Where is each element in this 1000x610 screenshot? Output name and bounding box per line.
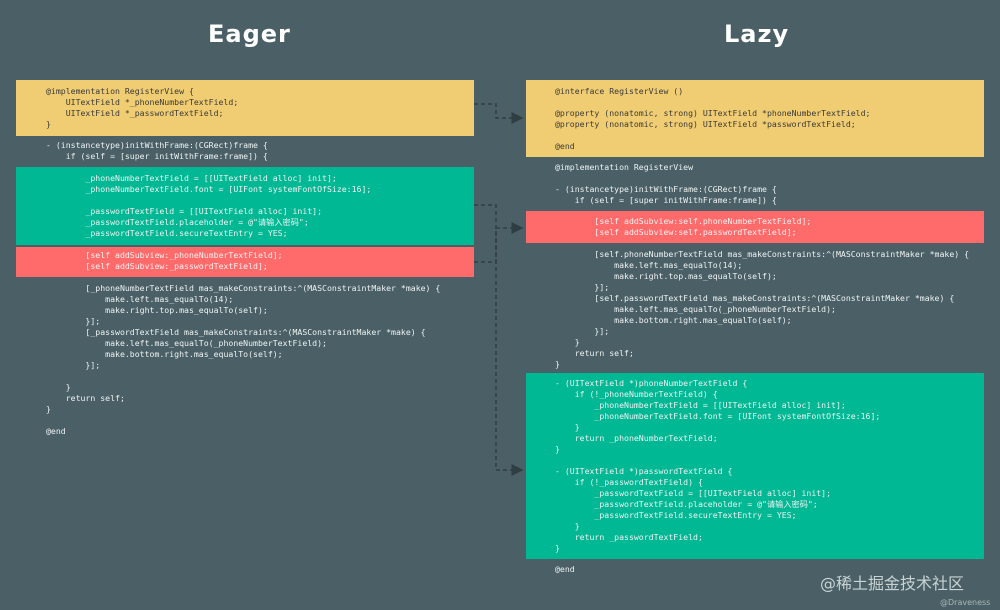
code-line: [self addSubview:self.passwordTextField]… [555, 227, 797, 237]
lazy-getters-code: - (UITextField *)phoneNumberTextField { … [555, 378, 880, 554]
code-line: - (instancetype)initWithFrame:(CGRect)fr… [555, 184, 777, 194]
code-line: make.left.mas_equalTo(_phoneNumberTextFi… [555, 304, 836, 314]
eager-header-code: @implementation RegisterView { UITextFie… [46, 86, 238, 130]
code-line: }]; [46, 316, 101, 326]
code-line: if (self = [super initWithFrame:frame]) … [555, 195, 777, 205]
code-line: } [555, 422, 580, 432]
eager-add-band [16, 247, 474, 277]
arrow-add [474, 222, 524, 263]
watermark: @稀土掘金技术社区 [820, 574, 965, 593]
code-line: return self; [46, 393, 125, 403]
code-line: @property (nonatomic, strong) UITextFiel… [555, 119, 856, 129]
lazy-getters-band [526, 373, 984, 559]
code-line: if (self = [super initWithFrame:frame]) … [46, 151, 268, 161]
code-line: }]; [46, 360, 101, 370]
code-line: make.left.mas_equalTo(_phoneNumberTextFi… [46, 338, 327, 348]
author-handle: @Draveness [940, 598, 991, 607]
eager-create-band [16, 167, 474, 245]
code-line: }]; [555, 282, 610, 292]
eager-tail-code: [_phoneNumberTextField mas_makeConstrain… [46, 283, 440, 437]
eager-create-code: _phoneNumberTextField = [[UITextField al… [46, 173, 371, 239]
arrow-header [474, 103, 524, 124]
code-line: _passwordTextField.secureTextEntry = YES… [555, 510, 797, 520]
code-line: } [555, 359, 560, 369]
code-line: - (instancetype)initWithFrame:(CGRect)fr… [46, 140, 268, 150]
code-line: @interface RegisterView () [555, 86, 684, 96]
code-line: _passwordTextField = [[UITextField alloc… [555, 488, 832, 498]
eager-add-code: [self addSubview:_phoneNumberTextField];… [46, 250, 283, 272]
code-line: make.bottom.right.mas_equalTo(self); [555, 315, 792, 325]
eager-init-code: - (instancetype)initWithFrame:(CGRect)fr… [46, 140, 268, 162]
eager-title: Eager [208, 20, 291, 48]
code-line: } [555, 444, 560, 454]
code-line: [self.phoneNumberTextField mas_makeConst… [555, 249, 970, 259]
code-line: } [46, 382, 71, 392]
code-line: } [555, 521, 580, 531]
code-line: @end [46, 426, 66, 436]
eager-header-band [16, 80, 474, 136]
code-line: return _passwordTextField; [555, 532, 703, 542]
code-line: if (!_passwordTextField) { [555, 477, 703, 487]
code-line: @implementation RegisterView { [46, 86, 194, 96]
code-line: make.left.mas_equalTo(14); [46, 294, 234, 304]
code-line: _phoneNumberTextField = [[UITextField al… [46, 173, 337, 183]
lazy-footer-code: @end [555, 564, 575, 575]
code-line: } [46, 404, 51, 414]
code-line: [self addSubview:_passwordTextField]; [46, 261, 268, 271]
code-line: [self.passwordTextField mas_makeConstrai… [555, 293, 955, 303]
code-line: [_passwordTextField mas_makeConstraints:… [46, 327, 426, 337]
code-line: make.right.top.mas_equalTo(self); [555, 271, 777, 281]
code-line: UITextField *_phoneNumberTextField; [46, 97, 239, 107]
code-line: _phoneNumberTextField.font = [UIFont sys… [555, 411, 881, 421]
code-line: } [555, 337, 580, 347]
code-line: _phoneNumberTextField.font = [UIFont sys… [46, 184, 372, 194]
code-line: _passwordTextField.placeholder = @"请输入密码… [555, 499, 818, 509]
code-line: } [555, 543, 560, 553]
code-line: return _phoneNumberTextField; [555, 433, 718, 443]
code-line: make.bottom.right.mas_equalTo(self); [46, 349, 283, 359]
code-line: @implementation RegisterView [555, 162, 694, 172]
code-line: @property (nonatomic, strong) UITextFiel… [555, 108, 871, 118]
code-line: UITextField *_passwordTextField; [46, 108, 224, 118]
lazy-init-code: @implementation RegisterView - (instancet… [555, 162, 777, 206]
code-line: make.left.mas_equalTo(14); [555, 260, 743, 270]
code-line: } [46, 119, 51, 129]
code-line: _passwordTextField.placeholder = @"请输入密码… [46, 217, 309, 227]
lazy-add-band [526, 211, 984, 243]
code-line: @end [555, 564, 575, 574]
code-line: make.right.top.mas_equalTo(self); [46, 305, 268, 315]
code-line: _passwordTextField = [[UITextField alloc… [46, 206, 323, 216]
code-line: [self addSubview:_phoneNumberTextField]; [46, 250, 283, 260]
code-line: _passwordTextField.secureTextEntry = YES… [46, 228, 288, 238]
code-line: @end [555, 141, 575, 151]
lazy-title: Lazy [724, 20, 790, 48]
code-line: _phoneNumberTextField = [[UITextField al… [555, 400, 846, 410]
lazy-header-code: @interface RegisterView () @property (non… [555, 86, 870, 152]
code-line: return self; [555, 348, 634, 358]
lazy-add-code: [self addSubview:self.phoneNumberTextFie… [555, 216, 811, 238]
code-line: - (UITextField *)phoneNumberTextField { [555, 378, 748, 388]
code-line: - (UITextField *)passwordTextField { [555, 466, 733, 476]
code-line: [_phoneNumberTextField mas_makeConstrain… [46, 283, 441, 293]
code-line: if (!_phoneNumberTextField) { [555, 389, 718, 399]
code-line: }]; [555, 326, 610, 336]
code-line: [self addSubview:self.phoneNumberTextFie… [555, 216, 812, 226]
lazy-middle-code: [self.phoneNumberTextField mas_makeConst… [555, 249, 969, 370]
arrow-create [474, 204, 524, 476]
lazy-header-band [526, 80, 984, 157]
